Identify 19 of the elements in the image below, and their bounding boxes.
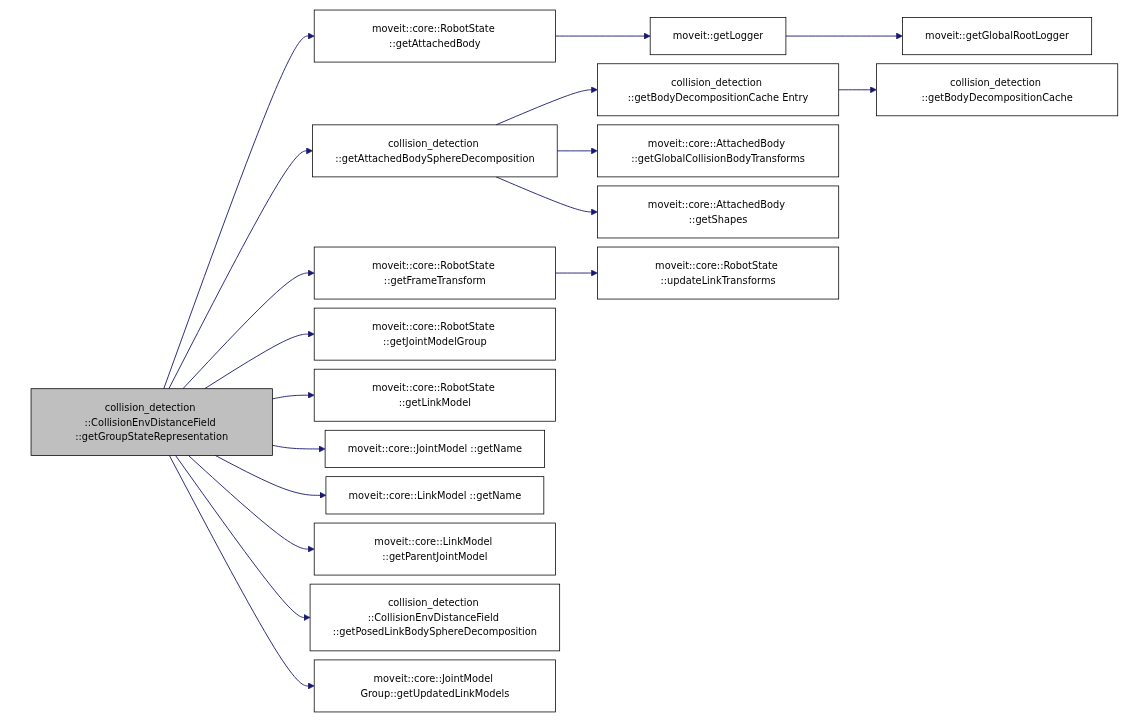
node-box — [596, 185, 839, 239]
node-box — [649, 17, 786, 56]
node-box — [325, 476, 544, 515]
node-box — [309, 583, 560, 652]
node-box — [875, 63, 1118, 117]
node-box — [313, 659, 556, 713]
node-box — [313, 522, 556, 576]
node-box — [313, 307, 556, 361]
node-box — [313, 246, 556, 300]
node-box — [313, 9, 556, 63]
node-box — [311, 124, 558, 178]
node-box — [313, 368, 556, 422]
node-box — [596, 63, 839, 117]
node-box — [30, 388, 273, 456]
node-box — [596, 246, 839, 300]
node-box — [324, 429, 545, 468]
node-box — [596, 124, 839, 178]
call-graph: collision_detection ::CollisionEnvDistanceField ::getGroupStateRepresentation moveit::core::RobotState ::getAttachedBody moveit::getLogger moveit::getGlobalRootLogger collision_detection ::getAttachedBodySphereDecomposition collision_detection ::getBodyDecompositionCache Entry collision_detection ::getBodyDecompositionCache moveit::core::AttachedBody ::getGlobalCollisionBodyTransforms moveit::core::AttachedBody ::getShapes moveit::core::RobotState ::getFrameTransform moveit::core::RobotState ::updateLinkTransforms moveit::core::RobotState ::getJointModelGroup moveit::core::RobotState ::getLinkModel moveit::core::JointModel ::getName moveit::core::LinkModel ::getName moveit::core::LinkModel ::getParentJointModel collision_detection ::CollisionEnvDistanceField ::getPosedLinkBodySphereDecomposition moveit::core::JointModel Group::getUpdatedLinkModels — [24, 4, 1124, 718]
node-box — [901, 17, 1092, 56]
